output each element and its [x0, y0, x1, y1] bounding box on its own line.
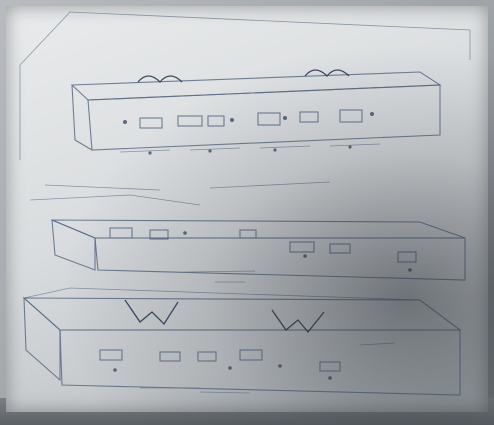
drawing-bottom-enclosure [22, 287, 462, 396]
drawing-top-enclosure [19, 11, 471, 191]
drawing-middle-enclosure [29, 194, 466, 283]
